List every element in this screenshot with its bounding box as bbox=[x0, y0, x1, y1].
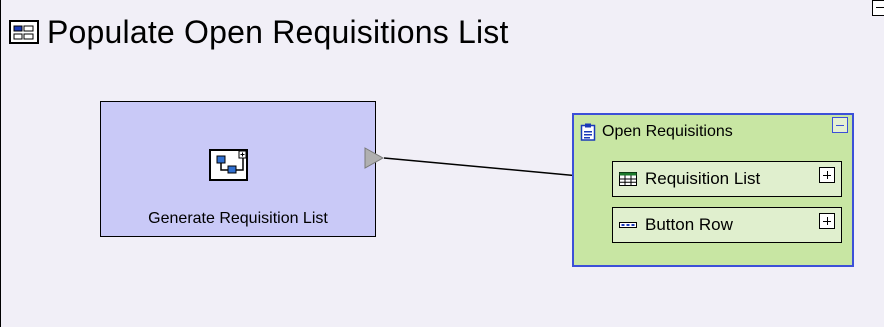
group-title: Open Requisitions bbox=[602, 123, 733, 140]
group-header: Open Requisitions bbox=[580, 123, 733, 141]
process-flow-icon bbox=[209, 149, 248, 181]
table-grid-icon bbox=[619, 172, 637, 186]
list-item-button-row[interactable]: Button Row bbox=[612, 207, 842, 243]
canvas-collapse-button[interactable] bbox=[872, 0, 884, 16]
group-collapse-button[interactable] bbox=[832, 117, 848, 133]
output-port-icon[interactable] bbox=[364, 147, 384, 169]
page-title: Populate Open Requisitions List bbox=[47, 13, 509, 50]
group-open-requisitions[interactable]: Open Requisitions Requisition List B bbox=[572, 113, 854, 267]
clipboard-icon bbox=[580, 123, 596, 141]
page-header: Populate Open Requisitions List bbox=[9, 14, 509, 50]
item-label: Requisition List bbox=[645, 169, 761, 188]
expand-button[interactable] bbox=[819, 167, 835, 183]
list-item-requisition-list[interactable]: Requisition List bbox=[612, 161, 842, 197]
task-generate-requisition-list[interactable]: Generate Requisition List bbox=[100, 101, 376, 237]
task-label: Generate Requisition List bbox=[148, 210, 328, 227]
expand-button[interactable] bbox=[819, 213, 835, 229]
button-row-icon bbox=[619, 222, 637, 228]
form-icon bbox=[9, 20, 39, 44]
item-label: Button Row bbox=[645, 215, 733, 234]
